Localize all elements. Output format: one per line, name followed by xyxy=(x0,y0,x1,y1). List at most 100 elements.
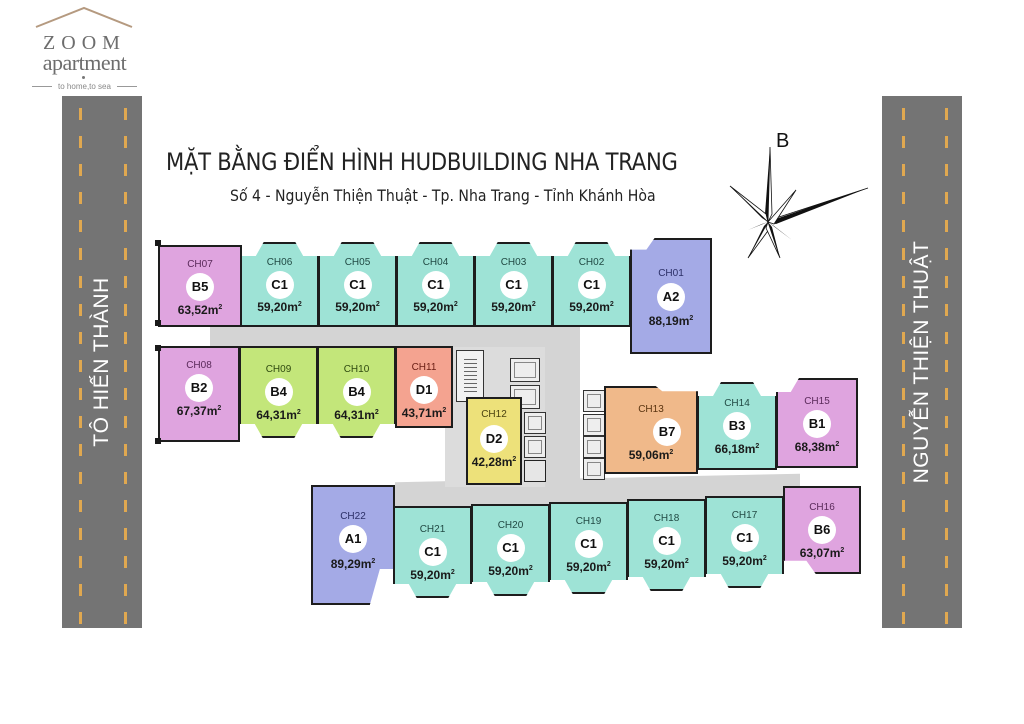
unit-type-badge: B2 xyxy=(185,374,213,402)
unit-ch13[interactable]: CH13 B7 59,06m2 xyxy=(604,386,698,474)
elevator-8 xyxy=(583,458,605,480)
unit-ch19[interactable]: CH19 C1 59,20m2 xyxy=(549,502,628,594)
unit-type-badge: B5 xyxy=(186,273,214,301)
unit-ch11[interactable]: CH11 D1 43,71m2 xyxy=(395,346,453,428)
unit-code: CH15 xyxy=(804,396,830,407)
unit-code: CH02 xyxy=(578,257,605,268)
unit-area: 68,38m2 xyxy=(794,440,840,454)
road-right: NGUYỄN THIỆN THUẬT xyxy=(882,96,962,628)
unit-type-badge: B1 xyxy=(803,410,831,438)
unit-area: 59,20m2 xyxy=(335,300,380,314)
lane-marking xyxy=(79,96,82,628)
unit-area: 59,20m2 xyxy=(410,568,455,582)
unit-ch17[interactable]: CH17 C1 59,20m2 xyxy=(705,496,784,588)
unit-ch16[interactable]: CH16 B6 63,07m2 xyxy=(783,486,861,574)
unit-area: 59,20m2 xyxy=(491,300,536,314)
logo-dot xyxy=(82,76,85,79)
unit-ch21[interactable]: CH21 C1 59,20m2 xyxy=(393,506,472,598)
unit-ch22[interactable]: CH22 A1 89,29m2 xyxy=(311,485,395,605)
unit-area: 59,20m2 xyxy=(257,300,302,314)
unit-code: CH10 xyxy=(343,364,370,375)
unit-type-badge: A1 xyxy=(339,525,367,553)
unit-type-badge: C1 xyxy=(731,524,759,552)
compass-rose-icon xyxy=(729,146,869,259)
roof-icon xyxy=(35,6,133,28)
unit-code: CH14 xyxy=(724,398,750,409)
lane-marking xyxy=(124,96,127,628)
unit-type-badge: A2 xyxy=(657,283,685,311)
unit-code: CH07 xyxy=(187,259,213,270)
unit-ch15[interactable]: CH15 B1 68,38m2 xyxy=(776,378,858,468)
unit-code: CH01 xyxy=(658,268,684,279)
unit-area: 64,31m2 xyxy=(256,408,301,422)
unit-ch07[interactable]: CH07 B5 63,52m2 xyxy=(158,245,242,327)
unit-type-badge: C1 xyxy=(343,271,372,299)
unit-code: CH11 xyxy=(411,362,437,373)
unit-area: 42,28m2 xyxy=(471,455,517,469)
unit-area: 63,07m2 xyxy=(799,546,845,560)
wall-marker xyxy=(155,345,161,351)
unit-code: CH05 xyxy=(344,257,371,268)
page-subtitle: Số 4 - Nguyễn Thiện Thuật - Tp. Nha Tran… xyxy=(230,186,656,205)
unit-type-badge: C1 xyxy=(497,534,525,562)
unit-code: CH22 xyxy=(340,511,366,522)
unit-ch06[interactable]: CH06 C1 59,20m2 xyxy=(240,242,319,327)
unit-ch20[interactable]: CH20 C1 59,20m2 xyxy=(471,504,550,596)
unit-code: CH17 xyxy=(731,510,758,521)
lane-marking xyxy=(902,96,905,628)
unit-area: 59,20m2 xyxy=(488,564,533,578)
road-left: TÔ HIẾN THÀNH xyxy=(62,96,142,628)
unit-ch10[interactable]: CH10 B4 64,31m2 xyxy=(317,346,396,438)
unit-type-badge: C1 xyxy=(421,271,450,299)
elevator-1 xyxy=(510,358,540,382)
unit-code: CH12 xyxy=(481,409,507,420)
unit-type-badge: C1 xyxy=(265,271,294,299)
service-room xyxy=(524,460,546,482)
road-name-right: NGUYỄN THIỆN THUẬT xyxy=(910,240,933,484)
elevator-6 xyxy=(583,414,605,436)
unit-type-badge: D2 xyxy=(480,425,508,453)
unit-area: 64,31m2 xyxy=(334,408,379,422)
unit-code: CH09 xyxy=(265,364,292,375)
elevator-4 xyxy=(524,436,546,458)
wall-marker xyxy=(155,320,161,326)
unit-area: 63,52m2 xyxy=(177,303,223,317)
elevator-2 xyxy=(510,385,540,409)
logo-brand-bottom: apartment xyxy=(42,50,127,75)
unit-ch14[interactable]: CH14 B3 66,18m2 xyxy=(697,382,777,470)
stairwell-west xyxy=(456,350,484,402)
unit-code: CH16 xyxy=(809,502,835,513)
logo-tagline: to home,to sea xyxy=(22,82,147,91)
unit-ch08[interactable]: CH08 B2 67,37m2 xyxy=(158,346,240,442)
unit-ch12[interactable]: CH12 D2 42,28m2 xyxy=(466,397,522,485)
corridor-upper xyxy=(210,325,580,347)
unit-ch18[interactable]: CH18 C1 59,20m2 xyxy=(627,499,706,591)
unit-type-badge: C1 xyxy=(575,530,603,558)
unit-type-badge: B6 xyxy=(808,516,836,544)
unit-area: 59,20m2 xyxy=(722,554,767,568)
unit-area: 59,20m2 xyxy=(569,300,614,314)
unit-area: 59,20m2 xyxy=(644,557,689,571)
page-title: MẶT BẰNG ĐIỂN HÌNH HUDBUILDING NHA TRANG xyxy=(166,148,678,176)
lane-marking xyxy=(945,96,948,628)
unit-type-badge: C1 xyxy=(499,271,528,299)
unit-ch03[interactable]: CH03 C1 59,20m2 xyxy=(474,242,553,327)
road-name-left: TÔ HIẾN THÀNH xyxy=(90,277,113,447)
unit-area: 59,20m2 xyxy=(566,560,611,574)
unit-type-badge: C1 xyxy=(653,527,681,555)
unit-code: CH19 xyxy=(575,516,602,527)
wall-marker xyxy=(155,438,161,444)
unit-ch04[interactable]: CH04 C1 59,20m2 xyxy=(396,242,475,327)
unit-code: CH20 xyxy=(497,520,524,531)
unit-ch09[interactable]: CH09 B4 64,31m2 xyxy=(239,346,318,438)
unit-area: 43,71m2 xyxy=(401,406,447,420)
unit-ch01[interactable]: CH01 A2 88,19m2 xyxy=(630,238,712,354)
unit-type-badge: B4 xyxy=(343,378,371,406)
unit-ch02[interactable]: CH02 C1 59,20m2 xyxy=(552,242,631,327)
unit-type-badge: C1 xyxy=(577,271,606,299)
unit-area: 88,19m2 xyxy=(648,314,694,328)
unit-area: 66,18m2 xyxy=(714,442,760,456)
unit-code: CH08 xyxy=(186,360,212,371)
unit-code: CH04 xyxy=(422,257,449,268)
unit-ch05[interactable]: CH05 C1 59,20m2 xyxy=(318,242,397,327)
